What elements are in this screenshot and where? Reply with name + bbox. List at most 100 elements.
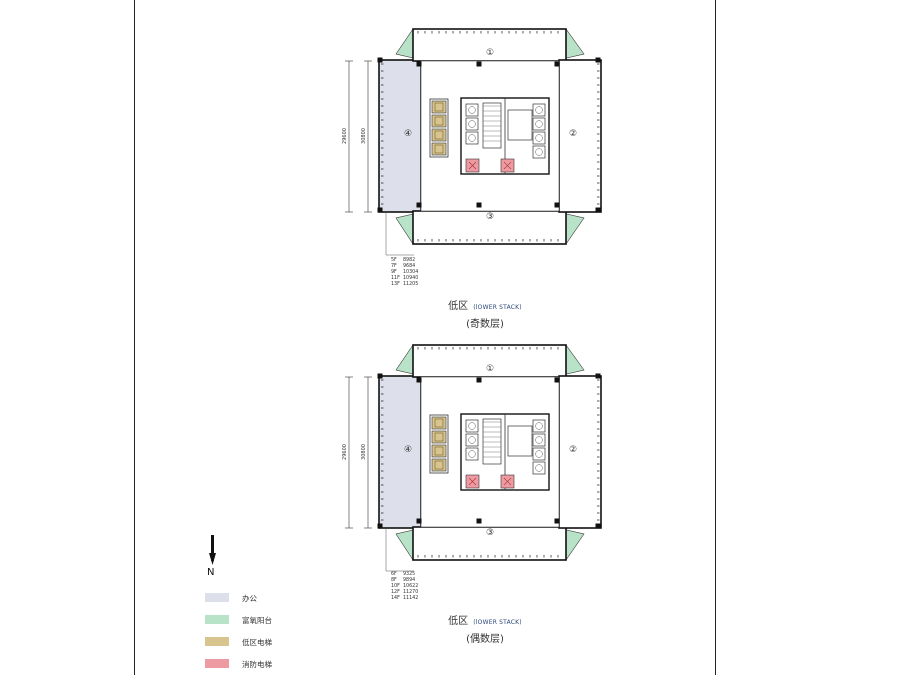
dimension-label-outer: 30800: [361, 444, 367, 460]
elevator-shaft: [532, 461, 546, 475]
caption-zh: 低区: [448, 616, 469, 627]
zone-label-1: ①: [486, 364, 494, 374]
legend-label: 消防电梯: [242, 660, 272, 669]
legend-label: 办公: [242, 594, 257, 603]
elevator-car: [434, 130, 444, 140]
legend-swatch: [205, 615, 229, 624]
low-zone-elevator: [431, 458, 447, 472]
office-wing-east: [558, 375, 602, 529]
elevator-car: [535, 120, 543, 128]
structural-column: [377, 523, 383, 529]
structural-column: [476, 377, 482, 383]
legend-swatch: [205, 659, 229, 668]
structural-column: [554, 202, 560, 208]
zone-label-4: ④: [404, 129, 412, 139]
office-wing-west: [378, 59, 422, 213]
elevator-car: [468, 450, 476, 458]
dimension-label-outer: 30800: [361, 128, 367, 144]
zone-label-3: ③: [486, 528, 494, 538]
structural-column: [476, 518, 482, 524]
low-zone-elevator-bank: [429, 414, 449, 474]
elevator-shaft: [465, 447, 479, 461]
elevator-car: [434, 460, 444, 470]
elevator-car: [434, 446, 444, 456]
office-wing-south: [412, 526, 567, 561]
elevator-shaft: [532, 419, 546, 433]
structural-column: [595, 207, 601, 213]
elevator-car: [468, 436, 476, 444]
structural-column: [377, 57, 383, 63]
low-zone-elevator: [431, 444, 447, 458]
caption-zh: 低区: [448, 301, 469, 312]
elevator-car: [468, 134, 476, 142]
caption-sub: (奇数层): [466, 319, 504, 330]
elevator-car: [535, 450, 543, 458]
caption-en: (lOWER STACK): [473, 304, 522, 311]
structural-column: [476, 61, 482, 67]
elevator-car: [468, 106, 476, 114]
north-label: N: [207, 567, 215, 578]
structural-column: [416, 202, 422, 208]
elevator-shaft: [465, 117, 479, 131]
legend-label: 富氧阳台: [242, 616, 272, 625]
elevator-car: [434, 102, 444, 112]
structural-column: [554, 377, 560, 383]
plan-caption-even: 低区 (lOWER STACK) (偶数层): [415, 609, 555, 645]
elevator-car: [535, 134, 543, 142]
structural-column: [595, 373, 601, 379]
caption-sub: (偶数层): [466, 634, 504, 645]
stair-core: [482, 102, 502, 149]
low-zone-elevator: [431, 416, 447, 430]
office-wing-west: [378, 375, 422, 529]
plan-caption-odd: 低区 (lOWER STACK) (奇数层): [415, 294, 555, 330]
structural-column: [377, 373, 383, 379]
zone-label-2: ②: [569, 129, 577, 139]
low-zone-elevator: [431, 128, 447, 142]
structural-column: [416, 518, 422, 524]
office-wing-east: [558, 59, 602, 213]
low-zone-elevator: [431, 100, 447, 114]
structural-column: [554, 518, 560, 524]
elevator-car: [434, 144, 444, 154]
elevator-car: [535, 106, 543, 114]
elevator-shaft: [532, 433, 546, 447]
stair-core: [482, 418, 502, 465]
fire-elevator-mark: [468, 161, 477, 170]
fire-elevator-mark: [468, 477, 477, 486]
north-arrow-icon: [209, 535, 216, 565]
elevator-shaft: [465, 433, 479, 447]
elevator-shaft: [532, 131, 546, 145]
fire-elevator-mark: [503, 477, 512, 486]
structural-column: [377, 207, 383, 213]
legend-label: 低区电梯: [242, 638, 272, 647]
elevator-car: [535, 436, 543, 444]
structural-column: [554, 61, 560, 67]
structural-column: [595, 523, 601, 529]
elevator-shaft: [532, 103, 546, 117]
low-zone-elevator-bank: [429, 98, 449, 158]
dimension-label-inner: 29600: [342, 128, 348, 144]
elevator-shaft: [465, 419, 479, 433]
elevator-car: [434, 432, 444, 442]
service-shaft: [507, 425, 533, 457]
elevator-shaft: [465, 131, 479, 145]
zone-label-3: ③: [486, 212, 494, 222]
legend-swatch: [205, 593, 229, 602]
low-zone-elevator: [431, 142, 447, 156]
structural-column: [595, 57, 601, 63]
zone-label-1: ①: [486, 48, 494, 58]
elevator-car: [535, 422, 543, 430]
elevator-car: [535, 464, 543, 472]
zone-label-2: ②: [569, 445, 577, 455]
elevator-car: [434, 116, 444, 126]
low-zone-elevator: [431, 430, 447, 444]
office-wing-south: [412, 210, 567, 245]
